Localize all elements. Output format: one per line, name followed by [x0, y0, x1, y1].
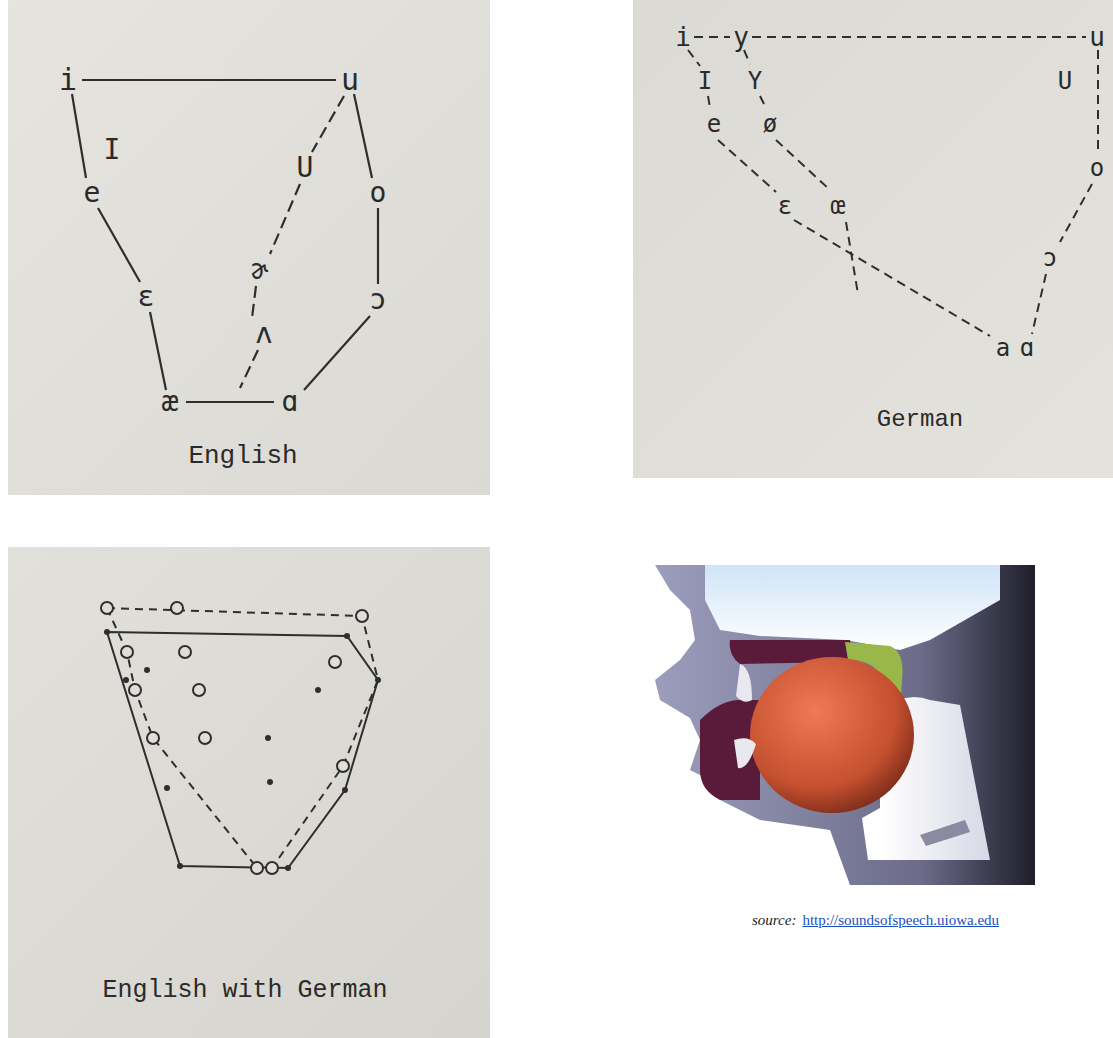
vowel-symbol: U — [1058, 69, 1072, 93]
vowel-symbol: ɚ — [252, 256, 269, 284]
vowel-symbol: u — [341, 65, 359, 95]
vowel-symbol: I — [698, 69, 712, 93]
vowel-symbol: I — [104, 136, 121, 164]
vowel-symbol: y — [733, 24, 749, 50]
vowel-symbol: ɔ — [370, 286, 387, 314]
vowel-symbol: Y — [748, 69, 762, 93]
vowel-symbol: ɑ — [1020, 336, 1034, 360]
source-note: source: — [752, 913, 796, 928]
vowel-symbol: e — [707, 112, 721, 136]
vowel-symbol: ʌ — [256, 320, 273, 348]
vowel-symbol: ɔ — [1043, 246, 1057, 270]
vowel-symbol: e — [84, 179, 101, 207]
vowel-symbol: ɑ — [282, 388, 299, 416]
vowel-symbol: o — [370, 179, 387, 207]
vowel-symbol: i — [675, 24, 691, 50]
vowel-symbol: ø — [763, 112, 777, 136]
vowel-symbol: o — [1090, 156, 1104, 180]
vowel-symbol: u — [1089, 24, 1105, 50]
vowel-symbol: a — [996, 336, 1010, 360]
vowel-symbol: i — [59, 65, 77, 95]
chart-caption: English — [188, 443, 297, 469]
chart-caption: German — [877, 408, 963, 432]
chart-caption: English with German — [102, 978, 387, 1003]
vowel-symbol: U — [297, 154, 314, 182]
vowel-symbol: ɛ — [138, 283, 155, 311]
vowel-symbol: æ — [162, 388, 179, 416]
vowel-symbol: œ — [831, 194, 845, 218]
source-link: http://soundsofspeech.uiowa.edu — [802, 913, 999, 928]
vocal-tract-illustration — [655, 565, 1035, 885]
vowel-symbol: ɛ — [778, 194, 792, 218]
